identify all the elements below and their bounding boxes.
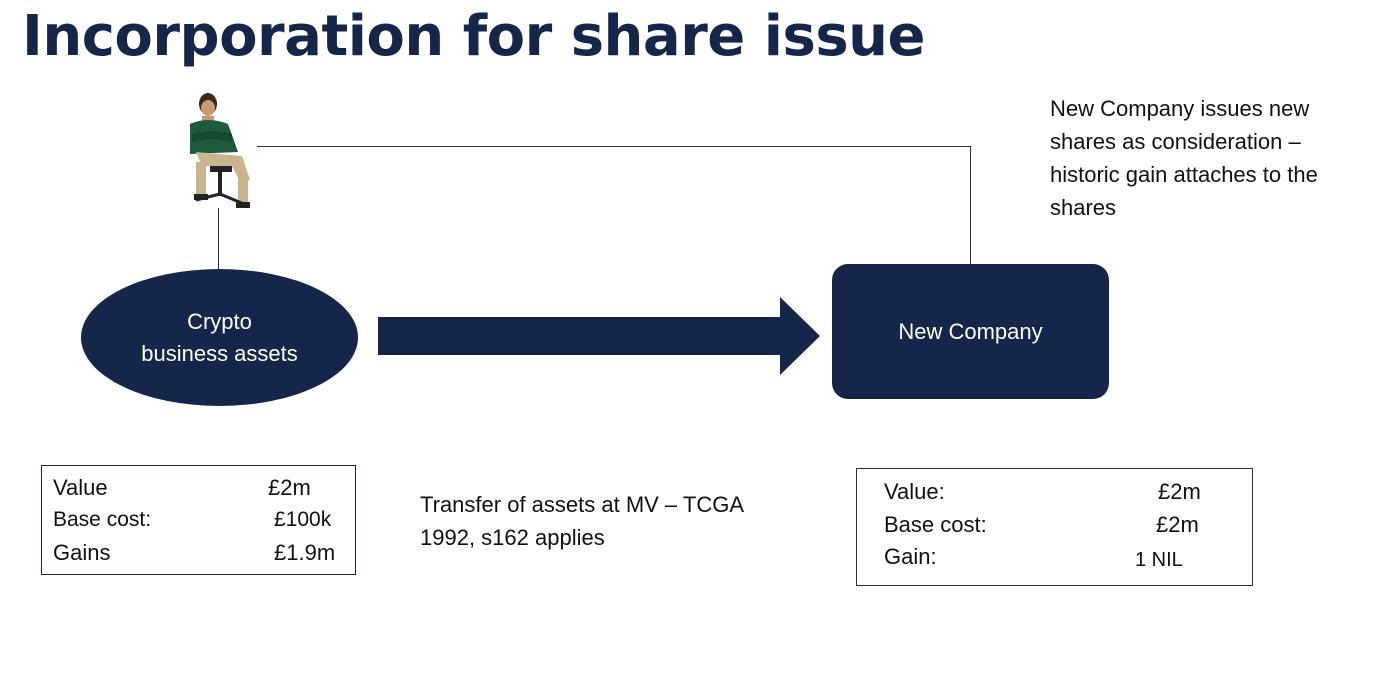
source-row-label: Value <box>53 475 108 500</box>
source-row-value: £2m <box>268 475 311 500</box>
connector-line-to-company <box>970 146 971 265</box>
assets-node-line2: business assets <box>141 340 298 366</box>
connector-line-top <box>257 146 971 147</box>
transfer-note: Transfer of assets at MV – TCGA 1992, s1… <box>420 492 743 550</box>
assets-node-line1: Crypto <box>187 308 252 334</box>
source-row-label: Base cost: <box>53 508 152 531</box>
new-company-label: New Company <box>898 318 1043 344</box>
seated-person-icon <box>190 93 250 208</box>
right-arrow-icon <box>378 297 820 375</box>
crypto-business-assets-node: Crypto business assets <box>81 269 358 406</box>
company-row-value: £2m <box>1158 479 1201 504</box>
page-title: Incorporation for share issue <box>22 4 926 69</box>
company-row-label: Gain: <box>884 544 937 569</box>
new-company-node: New Company <box>832 264 1109 399</box>
source-row-value: £1.9m <box>274 540 336 565</box>
share-issue-note: New Company issues new shares as conside… <box>1050 96 1318 220</box>
company-row-label: Base cost: <box>884 512 987 537</box>
company-row-label: Value: <box>884 479 945 504</box>
source-values-table: Value £2m Base cost: £100k Gains £1.9m <box>41 465 356 575</box>
company-row-value: £2m <box>1156 512 1199 537</box>
source-row-label: Gains <box>53 540 111 565</box>
connector-line-to-assets <box>218 208 219 270</box>
source-row-value: £100k <box>274 508 332 531</box>
company-values-table: Value: £2m Base cost: £2m Gain: 1 NIL <box>856 468 1253 586</box>
company-row-value: 1 NIL <box>1135 549 1183 571</box>
